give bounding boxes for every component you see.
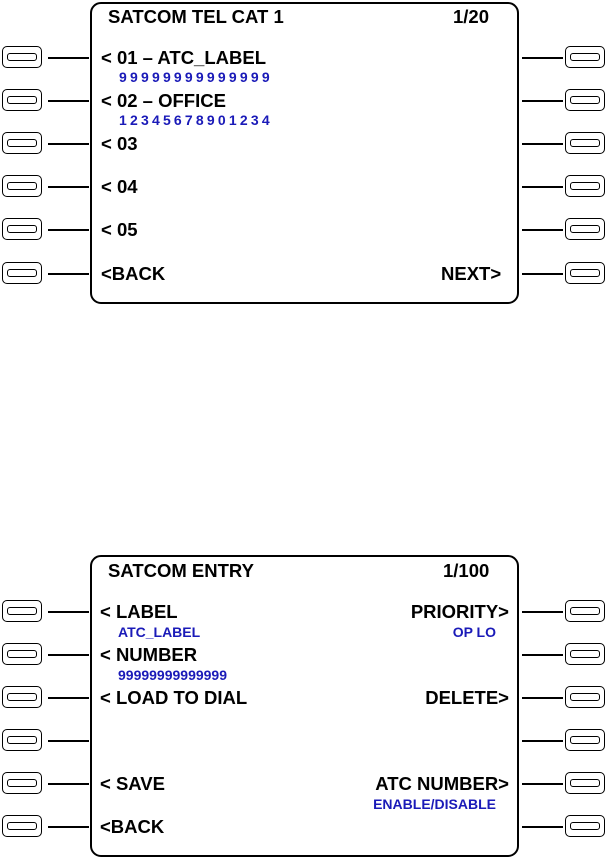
entry-05-label[interactable]: < 05: [101, 220, 138, 240]
lsk-4r-leader: [522, 186, 563, 188]
page-title: SATCOM TEL CAT 1: [108, 7, 284, 27]
save-prompt[interactable]: < SAVE: [100, 774, 165, 794]
lsk-5r-leader: [522, 229, 563, 231]
lsk-5r[interactable]: [565, 218, 605, 240]
lsk-3l[interactable]: [2, 686, 42, 708]
page-number: 1/100: [443, 561, 489, 581]
entry-01-number: 99999999999999: [119, 69, 273, 85]
entry-02-number: 12345678901234: [119, 112, 273, 128]
lsk-1r-leader: [522, 611, 563, 613]
lsk-6l[interactable]: [2, 815, 42, 837]
entry-01-label[interactable]: < 01 – ATC_LABEL: [101, 48, 266, 68]
lsk-2r-leader: [522, 100, 563, 102]
lsk-1r-leader: [522, 57, 563, 59]
lsk-2l-leader: [48, 100, 89, 102]
lsk-5l-leader: [48, 229, 89, 231]
next-prompt[interactable]: NEXT>: [441, 264, 501, 284]
lsk-2l-leader: [48, 654, 89, 656]
atc-number-value: ENABLE/DISABLE: [373, 796, 496, 812]
lsk-4r[interactable]: [565, 729, 605, 751]
lsk-1l-leader: [48, 611, 89, 613]
lsk-3l[interactable]: [2, 132, 42, 154]
lsk-4l[interactable]: [2, 729, 42, 751]
number-value: 99999999999999: [118, 667, 227, 683]
lsk-1l-leader: [48, 57, 89, 59]
lsk-1l[interactable]: [2, 46, 42, 68]
lsk-2l[interactable]: [2, 643, 42, 665]
lsk-3r-leader: [522, 143, 563, 145]
priority-prompt[interactable]: PRIORITY>: [411, 602, 509, 622]
lsk-1l[interactable]: [2, 600, 42, 622]
lsk-6r[interactable]: [565, 815, 605, 837]
lsk-6l-leader: [48, 273, 89, 275]
lsk-2r-leader: [522, 654, 563, 656]
lsk-2r[interactable]: [565, 89, 605, 111]
lsk-2r[interactable]: [565, 643, 605, 665]
load-to-dial-prompt[interactable]: < LOAD TO DIAL: [100, 688, 247, 708]
lsk-6r[interactable]: [565, 262, 605, 284]
lsk-4l[interactable]: [2, 175, 42, 197]
lsk-3l-leader: [48, 143, 89, 145]
entry-04-label[interactable]: < 04: [101, 177, 138, 197]
lsk-5r[interactable]: [565, 772, 605, 794]
label-prompt[interactable]: < LABEL: [100, 602, 178, 622]
lsk-4r[interactable]: [565, 175, 605, 197]
page-title: SATCOM ENTRY: [108, 561, 254, 581]
lsk-5l[interactable]: [2, 772, 42, 794]
lsk-6r-leader: [522, 826, 563, 828]
lsk-5r-leader: [522, 783, 563, 785]
lsk-5l[interactable]: [2, 218, 42, 240]
back-prompt[interactable]: <BACK: [101, 264, 165, 284]
delete-prompt[interactable]: DELETE>: [425, 688, 509, 708]
lsk-6l-leader: [48, 826, 89, 828]
lsk-1r[interactable]: [565, 600, 605, 622]
lsk-4r-leader: [522, 740, 563, 742]
lsk-1r[interactable]: [565, 46, 605, 68]
lsk-3r-leader: [522, 697, 563, 699]
lsk-6l[interactable]: [2, 262, 42, 284]
lsk-4l-leader: [48, 740, 89, 742]
priority-value: OP LO: [453, 624, 496, 640]
entry-02-label[interactable]: < 02 – OFFICE: [101, 91, 226, 111]
atc-number-prompt[interactable]: ATC NUMBER>: [375, 774, 509, 794]
lsk-4l-leader: [48, 186, 89, 188]
lsk-3l-leader: [48, 697, 89, 699]
lsk-3r[interactable]: [565, 132, 605, 154]
lsk-2l[interactable]: [2, 89, 42, 111]
lsk-6r-leader: [522, 273, 563, 275]
back-prompt[interactable]: <BACK: [100, 817, 164, 837]
number-prompt[interactable]: < NUMBER: [100, 645, 197, 665]
label-value: ATC_LABEL: [118, 624, 200, 640]
lsk-5l-leader: [48, 783, 89, 785]
entry-03-label[interactable]: < 03: [101, 134, 138, 154]
lsk-3r[interactable]: [565, 686, 605, 708]
page-number: 1/20: [453, 7, 489, 27]
